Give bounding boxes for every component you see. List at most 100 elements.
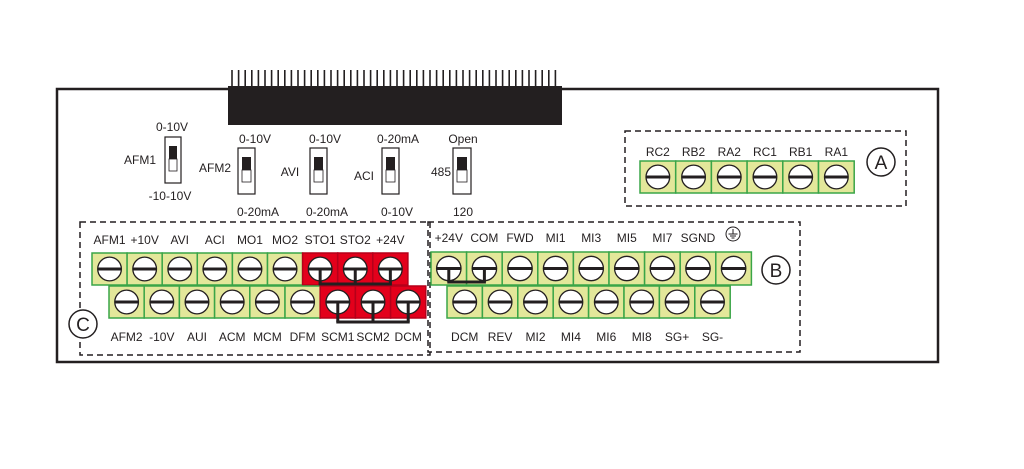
switch-name-label: ACI xyxy=(354,169,374,183)
terminal-label: MO2 xyxy=(272,233,298,247)
terminal-label: AFM1 xyxy=(94,233,126,247)
terminal-screw[interactable] xyxy=(501,251,539,286)
terminal-screw[interactable] xyxy=(623,285,661,319)
dip-switches: AFM10-10V-10-10VAFM20-10V0-20mAAVI0-10V0… xyxy=(124,120,478,219)
terminal-label: MI6 xyxy=(596,330,616,344)
terminal-screw[interactable] xyxy=(126,252,163,286)
terminal-label: MI2 xyxy=(525,330,545,344)
terminal-label: MI5 xyxy=(617,231,637,245)
terminal-screw[interactable] xyxy=(572,251,610,286)
terminal-screw[interactable] xyxy=(608,251,646,286)
terminal-screw[interactable] xyxy=(537,251,575,286)
terminal-screw[interactable] xyxy=(161,252,199,286)
terminal-screw[interactable] xyxy=(715,251,753,286)
terminal-screw[interactable] xyxy=(178,285,216,319)
terminal-label: MI8 xyxy=(632,330,652,344)
switch-top-option: 0-20mA xyxy=(377,132,419,146)
terminal-screw[interactable] xyxy=(710,160,748,194)
switch-top-option: 0-10V xyxy=(156,120,188,134)
jumper-wire xyxy=(447,268,486,284)
terminal-screw[interactable] xyxy=(694,285,731,319)
switch-knob xyxy=(314,157,323,170)
terminal-label: COM xyxy=(470,231,498,245)
terminal-screw[interactable] xyxy=(249,285,286,319)
terminal-label: RB2 xyxy=(682,145,706,159)
switch-bottom-option: 0-10V xyxy=(381,205,413,219)
terminal-screw[interactable] xyxy=(679,251,717,286)
terminal-label: RA1 xyxy=(825,145,849,159)
terminal-screw[interactable] xyxy=(782,160,820,194)
terminal-label: STO1 xyxy=(305,233,336,247)
switch-knob xyxy=(242,157,251,170)
switch-knob xyxy=(386,157,395,170)
group-c-marker-label: C xyxy=(76,315,90,336)
switch-knob xyxy=(169,146,177,159)
terminal-label: SCM1 xyxy=(321,330,355,344)
terminal-label: +10V xyxy=(130,233,158,247)
terminal-label: -10V xyxy=(149,330,174,344)
terminal-screw[interactable] xyxy=(143,285,181,319)
terminal-label: MI4 xyxy=(561,330,581,344)
terminal-label: DFM xyxy=(290,330,316,344)
terminal-label: REV xyxy=(488,330,513,344)
terminal-screw[interactable] xyxy=(266,252,304,286)
switch-bottom-option: 0-20mA xyxy=(306,205,348,219)
connector-pins xyxy=(231,70,557,88)
terminal-screw[interactable] xyxy=(643,251,681,286)
group-b-marker: B xyxy=(761,255,791,285)
terminal-screw[interactable] xyxy=(231,252,269,286)
terminal-screw[interactable] xyxy=(481,285,519,319)
board-outline xyxy=(55,87,940,364)
switch-name-label: AVI xyxy=(281,165,299,179)
terminal-label: AVI xyxy=(171,233,189,247)
terminal-screw[interactable] xyxy=(746,160,784,194)
group-c-box xyxy=(79,221,431,356)
terminal-screw[interactable] xyxy=(587,285,625,319)
terminal-label: SG+ xyxy=(665,330,689,344)
terminal-label: +24V xyxy=(435,231,463,245)
terminal-screw[interactable] xyxy=(517,285,554,319)
terminal-label: MI7 xyxy=(652,231,672,245)
terminal-label: DCM xyxy=(395,330,422,344)
switch-name-label: 485 xyxy=(431,165,451,179)
terminal-screw[interactable] xyxy=(674,160,713,194)
terminal-label: MCM xyxy=(253,330,282,344)
terminal-label: MI3 xyxy=(581,231,601,245)
terminal-label: RA2 xyxy=(718,145,742,159)
terminal-label: SGND xyxy=(681,231,716,245)
terminal-screw[interactable] xyxy=(213,285,251,319)
terminal-label: MI1 xyxy=(546,231,566,245)
terminal-screw[interactable] xyxy=(658,285,696,319)
switch-name-label: AFM2 xyxy=(199,161,231,175)
terminal-screw[interactable] xyxy=(639,160,677,194)
terminal-screw[interactable] xyxy=(817,160,855,194)
group-a-box xyxy=(624,130,907,207)
terminal-screw[interactable] xyxy=(552,285,590,319)
terminal-label: MO1 xyxy=(237,233,263,247)
terminal-label: AUI xyxy=(187,330,207,344)
group-b-box xyxy=(427,221,801,353)
terminal-screw[interactable] xyxy=(196,252,234,286)
terminal-screw[interactable] xyxy=(284,285,321,319)
switch-bottom-option: 120 xyxy=(453,205,473,219)
terminal-label: SCM2 xyxy=(356,330,390,344)
group-a-marker-label: A xyxy=(875,153,888,174)
terminal-screw[interactable] xyxy=(446,285,484,319)
header-connector xyxy=(228,86,562,125)
terminal-screw[interactable] xyxy=(91,252,128,286)
terminal-label: +24V xyxy=(376,233,404,247)
terminal-screw[interactable] xyxy=(108,285,145,319)
switch-bottom-option: 0-20mA xyxy=(237,205,279,219)
terminal-label: RB1 xyxy=(789,145,813,159)
terminal-label: AFM2 xyxy=(111,330,143,344)
dip-switch-aci[interactable]: ACI 0-20mA 0-10V xyxy=(354,132,419,219)
ground-icon xyxy=(725,226,741,242)
group-c-marker: C xyxy=(68,309,98,339)
